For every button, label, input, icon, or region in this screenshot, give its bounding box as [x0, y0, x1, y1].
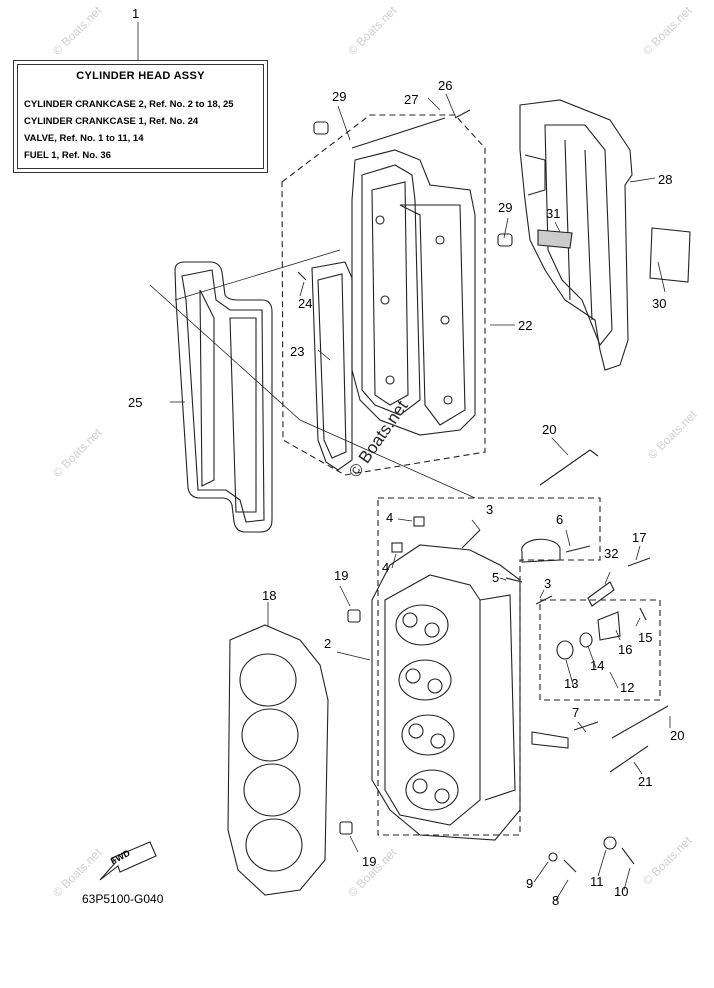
- callout-29-right: 29: [498, 200, 512, 215]
- callout-20-lower: 20: [670, 728, 684, 743]
- plug-29-left: [313, 121, 329, 135]
- callout-23: 23: [290, 344, 304, 359]
- screw-24: [297, 271, 307, 281]
- crankcase-cover-22: [351, 149, 476, 436]
- pin-3-lower: [535, 595, 553, 605]
- washer-9: [548, 852, 558, 862]
- bolt-21: [609, 745, 649, 773]
- pin-3-upper: [461, 529, 481, 549]
- pin-5: [505, 577, 523, 583]
- exhaust-cover-28: [519, 99, 633, 371]
- ring-14: [579, 632, 593, 648]
- callout-15: 15: [638, 630, 652, 645]
- callout-30: 30: [652, 296, 666, 311]
- callout-13: 13: [564, 676, 578, 691]
- callout-24: 24: [298, 296, 312, 311]
- cylinder-head-2: [371, 544, 521, 841]
- callout-4-lower: 4: [382, 560, 389, 575]
- callout-10: 10: [614, 884, 628, 899]
- gasket-25: [174, 261, 273, 533]
- legend-inner-border: [17, 64, 264, 169]
- plug-29-right: [497, 233, 513, 247]
- bolt-26: [454, 109, 471, 119]
- bolt-15: [639, 607, 647, 621]
- legend-title: CYLINDER HEAD ASSY: [76, 70, 205, 82]
- callout-28: 28: [658, 172, 672, 187]
- callout-19-lower: 19: [362, 854, 376, 869]
- lower-group-dashed-outline: [377, 497, 601, 836]
- bracket-16: [597, 611, 621, 641]
- callout-7: 7: [572, 705, 579, 720]
- bolt-20-lower: [611, 705, 669, 739]
- callout-18: 18: [262, 588, 276, 603]
- callout-4-upper: 4: [386, 510, 393, 525]
- callout-2: 2: [324, 636, 331, 651]
- bolt-10: [621, 847, 635, 865]
- bolt-8: [563, 859, 577, 873]
- callout-26: 26: [438, 78, 452, 93]
- fwd-arrow: [99, 841, 157, 881]
- callout-21: 21: [638, 774, 652, 789]
- bolt-17: [627, 557, 651, 567]
- callout-22: 22: [518, 318, 532, 333]
- callout-17: 17: [632, 530, 646, 545]
- callout-14: 14: [590, 658, 604, 673]
- upper-group-dashed-outline: [281, 114, 486, 476]
- assembly-legend: CYLINDER HEAD ASSY CYLINDER CRANKCASE 2,…: [13, 60, 268, 173]
- cam-cap-6: [521, 538, 561, 563]
- legend-line-3: VALVE, Ref. No. 1 to 11, 14: [24, 133, 144, 144]
- legend-line-2: CYLINDER CRANKCASE 1, Ref. No. 24: [24, 116, 199, 127]
- bolt-6: [565, 545, 591, 553]
- callout-12: 12: [620, 680, 634, 695]
- callout-1: 1: [132, 6, 139, 21]
- callout-3-lower: 3: [544, 576, 551, 591]
- callout-11: 11: [590, 874, 604, 889]
- bolt-20-upper: [539, 449, 591, 486]
- callout-19-upper: 19: [334, 568, 348, 583]
- callout-6: 6: [556, 512, 563, 527]
- callout-3-upper: 3: [486, 502, 493, 517]
- callout-31: 31: [546, 206, 560, 221]
- seal-13: [556, 640, 574, 660]
- callout-25: 25: [128, 395, 142, 410]
- legend-line-1: CYLINDER CRANKCASE 2, Ref. No. 2 to 18, …: [24, 99, 234, 110]
- callout-16: 16: [618, 642, 632, 657]
- head-gasket-18: [227, 624, 329, 896]
- bolt-7: [573, 721, 599, 731]
- label-31: [537, 229, 573, 249]
- callout-32: 32: [604, 546, 618, 561]
- bolt-4-upper: [413, 516, 425, 527]
- label-30: [649, 227, 691, 283]
- gasket-23: [311, 261, 353, 471]
- callout-9: 9: [526, 876, 533, 891]
- group-12-dashed-outline: [539, 599, 661, 701]
- callout-8: 8: [552, 893, 559, 908]
- washer-11: [603, 836, 617, 850]
- plug-19-upper: [347, 609, 361, 623]
- legend-line-4: FUEL 1, Ref. No. 36: [24, 150, 111, 161]
- plug-19-lower: [339, 821, 353, 835]
- callout-29-left: 29: [332, 89, 346, 104]
- bolt-27: [351, 117, 446, 149]
- cam-cap-7: [531, 731, 569, 749]
- part-code: 63P5100-G040: [82, 892, 164, 906]
- callout-5: 5: [492, 570, 499, 585]
- sensor-32: [587, 581, 615, 607]
- callout-27: 27: [404, 92, 418, 107]
- bolt-4-lower: [391, 542, 403, 553]
- callout-20-upper: 20: [542, 422, 556, 437]
